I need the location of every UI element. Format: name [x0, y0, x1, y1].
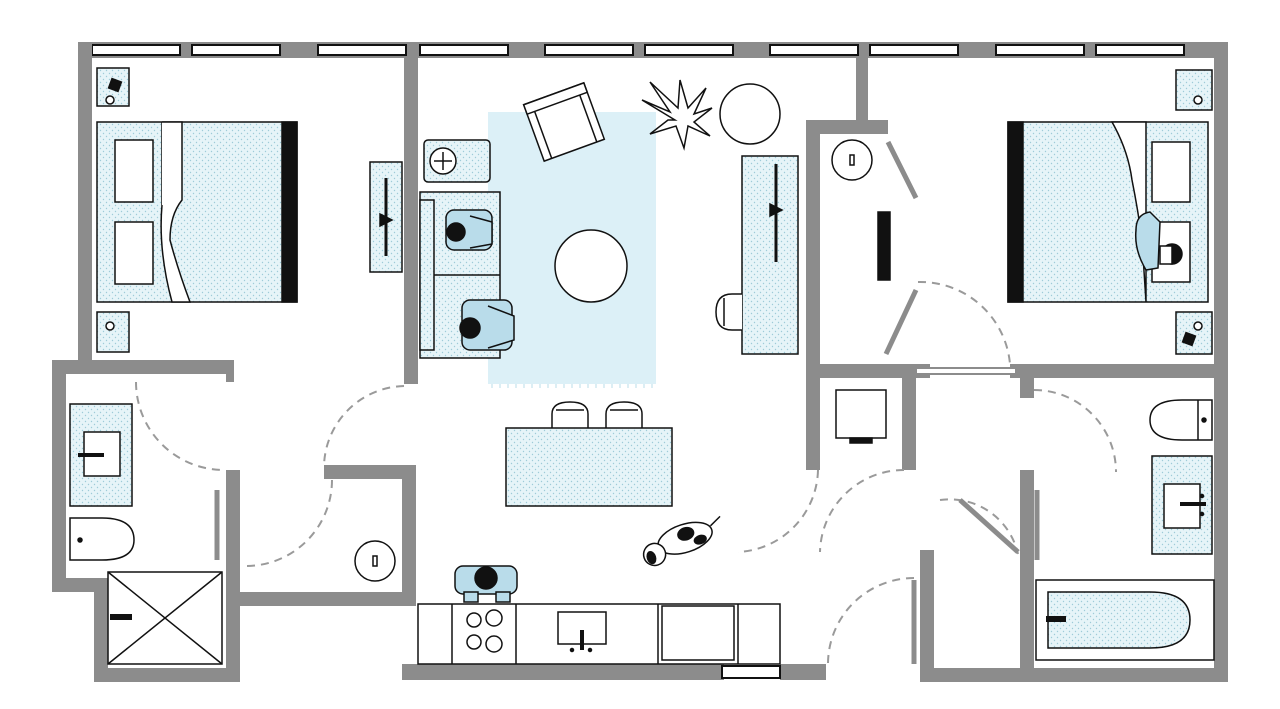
stove-icon — [466, 609, 503, 653]
hall-closet-right-wall — [902, 364, 916, 470]
right-bath-left-wall — [1020, 470, 1034, 682]
hall-closet — [835, 389, 887, 444]
armchair — [522, 81, 606, 163]
closet-left-wall — [806, 120, 820, 470]
hall-closet-left-stop — [806, 458, 820, 470]
right-exterior-wall — [1214, 42, 1228, 682]
hall-closet-door-arc — [737, 469, 819, 553]
door-leaves — [214, 140, 1040, 664]
bath-door-stop — [226, 360, 234, 382]
lamp-icon — [105, 321, 115, 331]
rug-fringe — [491, 384, 653, 388]
kitchen-island — [505, 427, 673, 507]
closet-door-leaf-top — [885, 140, 919, 200]
shower-right-wall — [226, 592, 240, 682]
bed-headboard-left — [281, 121, 298, 303]
left-bedroom-exterior-wall — [78, 42, 92, 360]
linen-closet-wall — [920, 550, 934, 682]
left-bathroom-exterior-wall — [52, 360, 66, 592]
nightstand-bottom-left — [96, 311, 130, 353]
bar-stool — [551, 401, 589, 428]
closet-right-wall — [402, 465, 416, 606]
shower-step-wall — [52, 578, 96, 592]
shower-head-icon — [110, 614, 132, 620]
linen-door-arc — [939, 498, 1019, 555]
pillow — [114, 221, 154, 285]
pillow — [114, 139, 154, 203]
closet-top-wall-right — [806, 120, 888, 134]
toilet-right — [1149, 399, 1213, 441]
top-windows — [91, 44, 1185, 56]
right-bedroom — [1007, 69, 1213, 355]
right-bottom-wall — [920, 668, 1228, 682]
side-table — [719, 83, 781, 145]
lamp-icon — [1193, 321, 1203, 331]
bed-headboard-right — [1007, 121, 1024, 303]
kitchen-sink — [557, 611, 607, 645]
bedroom-door-arc — [323, 385, 405, 467]
right-bath-door-arc — [1033, 389, 1117, 473]
desk — [741, 155, 799, 355]
washer-dryer — [835, 389, 887, 439]
kitchen-bottom-wall — [402, 664, 724, 680]
pillow — [1151, 141, 1191, 203]
right-bath-door-stop — [1020, 364, 1034, 398]
entry-bottom-wall — [780, 664, 826, 680]
kitchen — [417, 401, 781, 665]
bar-stool — [605, 401, 643, 428]
shower-exterior-wall — [94, 578, 108, 682]
lamp-icon — [105, 95, 115, 105]
coffee-table — [554, 229, 628, 303]
faucet-icon — [1046, 616, 1066, 622]
hall-closet-door-arc-2 — [819, 469, 905, 553]
closet-door-leaf-bottom — [883, 288, 919, 356]
desk-chair — [715, 293, 742, 331]
door-swings — [135, 280, 1117, 665]
left-bedroom — [96, 67, 298, 353]
right-bathroom-top-wall — [1010, 364, 1228, 378]
plant-icon — [641, 79, 713, 151]
nightstand-top-right — [1175, 69, 1213, 111]
person-cooking — [454, 565, 518, 603]
phone-icon — [107, 77, 123, 93]
closet-bottom-wall — [226, 592, 416, 606]
right-bedroom-door-arc — [917, 280, 1011, 365]
dresser-left — [369, 161, 403, 273]
water-heater — [354, 540, 396, 582]
dishwasher — [661, 605, 735, 661]
dog-icon — [642, 515, 721, 567]
shower-bottom-wall — [94, 668, 240, 682]
lamp-icon — [1193, 95, 1203, 105]
kitchen-window — [721, 665, 781, 679]
toilet-left — [69, 517, 135, 561]
blanket-fold — [160, 121, 192, 303]
nightstand-bottom-right — [1175, 311, 1213, 355]
phone-icon — [1181, 331, 1197, 347]
faucet-icon — [1180, 502, 1206, 506]
right-bedroom-corner-wall — [856, 58, 868, 124]
right-bathroom — [1035, 399, 1215, 661]
closet-top-wall — [324, 465, 416, 479]
person-on-sofa-bottom — [459, 299, 515, 351]
linen-door-leaf — [958, 498, 1020, 554]
hall-closet-top-wall — [806, 364, 930, 378]
faucet-icon — [78, 453, 104, 457]
bath-closet-partition — [226, 470, 240, 592]
person-in-bed — [1134, 211, 1183, 271]
left-bathroom-top-wall — [52, 360, 234, 374]
person-on-sofa-top — [445, 209, 493, 251]
walls — [52, 42, 1228, 682]
closet-mirror — [831, 139, 891, 281]
bedroom-living-partition — [404, 58, 418, 384]
entry-door-arc — [827, 577, 915, 665]
faucet-icon — [580, 630, 584, 650]
left-bathroom — [69, 403, 223, 665]
closet-door-arc — [245, 479, 333, 567]
left-bath-door-arc — [135, 381, 225, 471]
